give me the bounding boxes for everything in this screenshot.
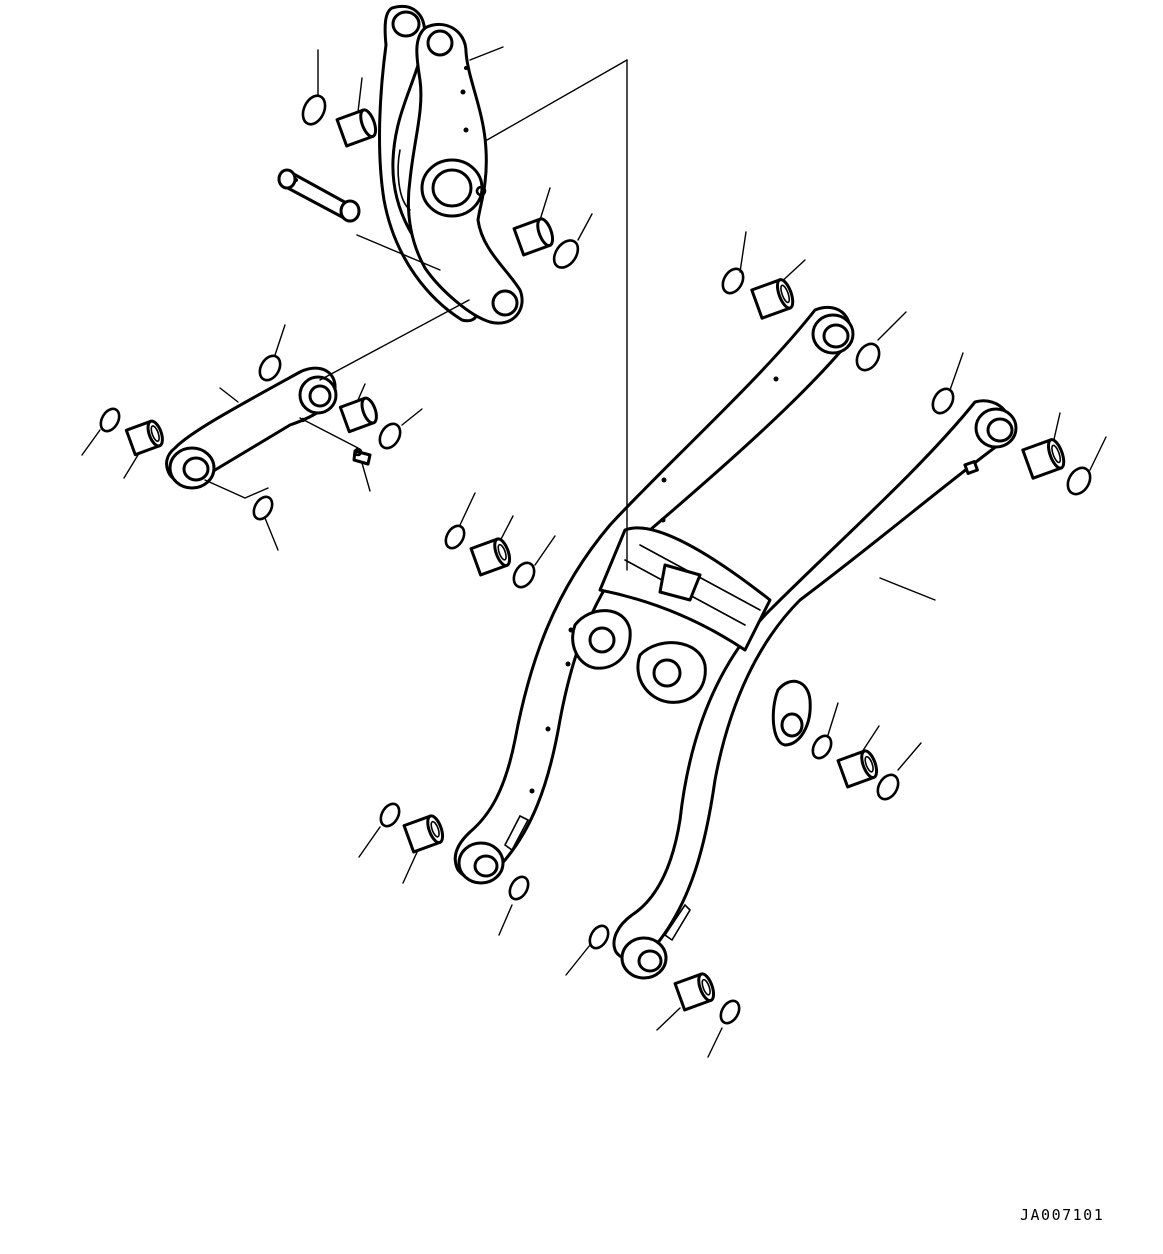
seal-ring — [512, 561, 536, 589]
seal-ring — [444, 524, 466, 550]
bushing — [338, 396, 378, 434]
link-lower-bore — [182, 456, 210, 482]
bushing — [512, 217, 555, 257]
cylinder-bracket-left-bore — [588, 626, 616, 654]
bushings — [124, 108, 1066, 1012]
bushing — [469, 537, 512, 577]
seal-ring — [508, 875, 530, 901]
lift-arm-right-top-bore — [986, 417, 1014, 443]
bell-crank-bottom-bore — [491, 289, 519, 317]
bushing — [124, 419, 164, 457]
seal-ring — [721, 267, 745, 295]
seal-ring — [588, 924, 610, 950]
seal-ring — [301, 94, 327, 126]
bushing — [402, 814, 445, 854]
seal-ring — [378, 422, 402, 450]
seal-ring — [1066, 466, 1092, 496]
bushing — [750, 278, 795, 320]
link-upper-bore — [308, 384, 332, 408]
lift-arm — [453, 305, 1018, 980]
reference-lines — [81, 46, 1107, 1058]
seal-ring — [552, 239, 580, 269]
grease-fitting — [352, 447, 372, 466]
lift-arm-left-bottom-bore — [473, 854, 499, 878]
lift-arm-left-top-bore — [822, 323, 850, 349]
seal-rings — [99, 94, 1092, 1025]
seal-ring — [252, 495, 274, 521]
lug-plate — [771, 679, 812, 747]
drawing-code: JA007101 — [1020, 1206, 1105, 1224]
bell-crank-pin — [277, 168, 361, 223]
lift-arm-right-bottom-bore — [637, 949, 663, 973]
bell-crank — [378, 4, 524, 325]
seal-ring — [876, 773, 900, 801]
seal-ring — [931, 387, 955, 415]
seal-ring — [379, 802, 401, 828]
bushing — [335, 108, 378, 148]
link — [165, 366, 338, 490]
seal-ring — [719, 999, 741, 1025]
bell-crank-top-bore — [391, 10, 421, 38]
seal-ring — [258, 354, 282, 382]
bushing — [673, 972, 716, 1012]
bushing — [836, 749, 879, 789]
bushing — [1021, 438, 1066, 480]
seal-ring — [99, 407, 121, 433]
bell-crank-center-bore — [431, 168, 473, 208]
seal-ring — [855, 342, 881, 372]
cylinder-bracket-right-bore — [652, 658, 682, 688]
seal-ring — [811, 734, 833, 760]
